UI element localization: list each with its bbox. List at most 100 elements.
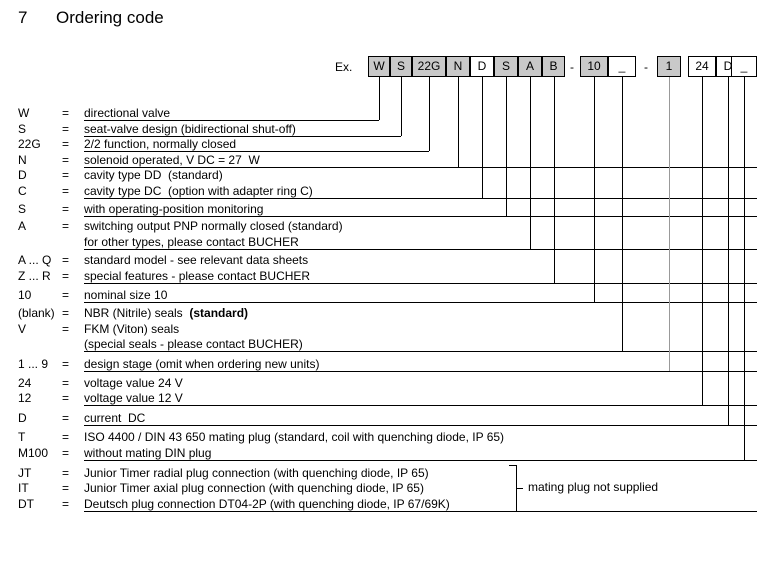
- example-label: Ex.: [335, 60, 353, 74]
- leader-hline: [84, 120, 379, 121]
- code-box-2: 22G: [412, 56, 446, 77]
- code-separator-0: -: [570, 60, 574, 74]
- leader-vline: [622, 77, 623, 351]
- legend-equals-6: =: [62, 201, 70, 216]
- legend-text-3: solenoid operated, V DC = 27 W: [84, 152, 260, 167]
- leader-vline: [554, 77, 555, 283]
- code-box-7: B: [542, 56, 565, 77]
- leader-hline: [84, 249, 757, 250]
- legend-text-12: NBR (Nitrile) seals (standard): [84, 306, 249, 321]
- legend-code-15: 1 ... 9: [18, 357, 49, 371]
- leader-vline: [728, 77, 729, 425]
- legend-equals-0: =: [62, 106, 70, 120]
- leader-vline: [594, 77, 595, 302]
- legend-text-14: (special seals - please contact BUCHER): [84, 337, 303, 352]
- leader-hline: [84, 460, 757, 461]
- legend-text-19: ISO 4400 / DIN 43 650 mating plug (stand…: [84, 430, 505, 445]
- legend-code-12: (blank): [18, 306, 55, 321]
- legend-code-1: S: [18, 121, 27, 136]
- legend-code-0: W: [18, 106, 30, 120]
- leader-vline: [401, 77, 402, 136]
- code-box-4: D: [470, 56, 494, 77]
- legend-code-5: C: [18, 184, 27, 198]
- legend-code-10: Z ... R: [18, 269, 51, 283]
- leader-hline: [84, 371, 757, 372]
- code-box-6: A: [518, 56, 542, 77]
- legend-equals-4: =: [62, 168, 70, 183]
- legend-text-bold-12: (standard): [189, 306, 249, 321]
- legend-equals-23: =: [62, 496, 70, 511]
- legend-text-0: directional valve: [84, 106, 171, 120]
- legend-equals-3: =: [62, 152, 70, 167]
- legend-equals-1: =: [62, 121, 70, 136]
- legend-code-3: N: [18, 152, 27, 167]
- legend-equals-16: =: [62, 375, 70, 390]
- legend-text-16: voltage value 24 V: [84, 375, 183, 390]
- legend-code-9: A ... Q: [18, 253, 52, 268]
- legend-text-4: cavity type DD (standard): [84, 168, 223, 183]
- code-box-3: N: [446, 56, 470, 77]
- legend-code-7: A: [18, 219, 27, 234]
- legend-code-23: DT: [18, 496, 34, 511]
- code-box-0: W: [368, 56, 390, 77]
- legend-equals-2: =: [62, 137, 70, 152]
- legend-code-22: IT: [18, 481, 29, 496]
- brace-note: mating plug not supplied: [528, 480, 659, 494]
- leader-vline: [379, 77, 380, 120]
- legend-text-1: seat-valve design (bidirectional shut-of…: [84, 121, 296, 136]
- legend-equals-10: =: [62, 269, 70, 283]
- legend-equals-18: =: [62, 410, 70, 425]
- brace-tick-0: [509, 464, 517, 466]
- legend-equals-19: =: [62, 430, 70, 445]
- legend-text-20: without mating DIN plug: [84, 446, 212, 460]
- code-separator-1: -: [644, 60, 648, 74]
- code-box-10: 1: [657, 56, 681, 77]
- legend-equals-22: =: [62, 481, 70, 496]
- leader-hline: [84, 198, 757, 199]
- legend-text-8: for other types, please contact BUCHER: [84, 234, 299, 249]
- legend-equals-11: =: [62, 287, 70, 302]
- legend-code-6: S: [18, 201, 27, 216]
- legend-text-23: Deutsch plug connection DT04-2P (with qu…: [84, 496, 450, 511]
- legend-equals-7: =: [62, 219, 70, 234]
- leader-vline: [744, 77, 745, 460]
- legend-code-17: 12: [18, 391, 32, 406]
- code-box-9: _: [608, 56, 636, 77]
- legend-text-11: nominal size 10: [84, 287, 168, 302]
- leader-hline: [84, 216, 757, 217]
- legend-code-11: 10: [18, 287, 32, 302]
- legend-equals-17: =: [62, 391, 70, 406]
- code-box-11: 24: [688, 56, 716, 77]
- leader-vline: [458, 77, 459, 167]
- legend-code-13: V: [18, 321, 27, 336]
- leader-hline: [84, 167, 757, 168]
- legend-code-16: 24: [18, 375, 32, 390]
- legend-text-10: special features - please contact BUCHER: [84, 269, 311, 283]
- leader-hline: [84, 283, 757, 284]
- section-number: 7: [18, 8, 28, 27]
- code-box-8: 10: [580, 56, 608, 77]
- leader-hline: [84, 351, 757, 352]
- leader-hline: [84, 425, 757, 426]
- legend-text-15: design stage (omit when ordering new uni…: [84, 357, 320, 371]
- legend-equals-21: =: [62, 465, 70, 480]
- brace-tick-1: [509, 510, 517, 512]
- page-title: Ordering code: [56, 8, 164, 27]
- legend-equals-5: =: [62, 184, 70, 198]
- leader-vline: [530, 77, 531, 249]
- legend-text-13: FKM (Viton) seals: [84, 321, 180, 336]
- leader-vline: [482, 77, 483, 198]
- brace-vertical: [516, 464, 517, 511]
- legend-text-7: switching output PNP normally closed (st…: [84, 219, 343, 234]
- leader-vline: [506, 77, 507, 216]
- legend-equals-12: =: [62, 306, 70, 321]
- legend-text-6: with operating-position monitoring: [84, 201, 264, 216]
- legend-text-2: 2/2 function, normally closed: [84, 137, 237, 152]
- legend-equals-15: =: [62, 357, 70, 371]
- legend-equals-9: =: [62, 253, 70, 268]
- legend-text-21: Junior Timer radial plug connection (wit…: [84, 465, 429, 480]
- code-box-5: S: [494, 56, 518, 77]
- leader-hline: [84, 511, 757, 512]
- legend-text-5: cavity type DC (option with adapter ring…: [84, 184, 313, 198]
